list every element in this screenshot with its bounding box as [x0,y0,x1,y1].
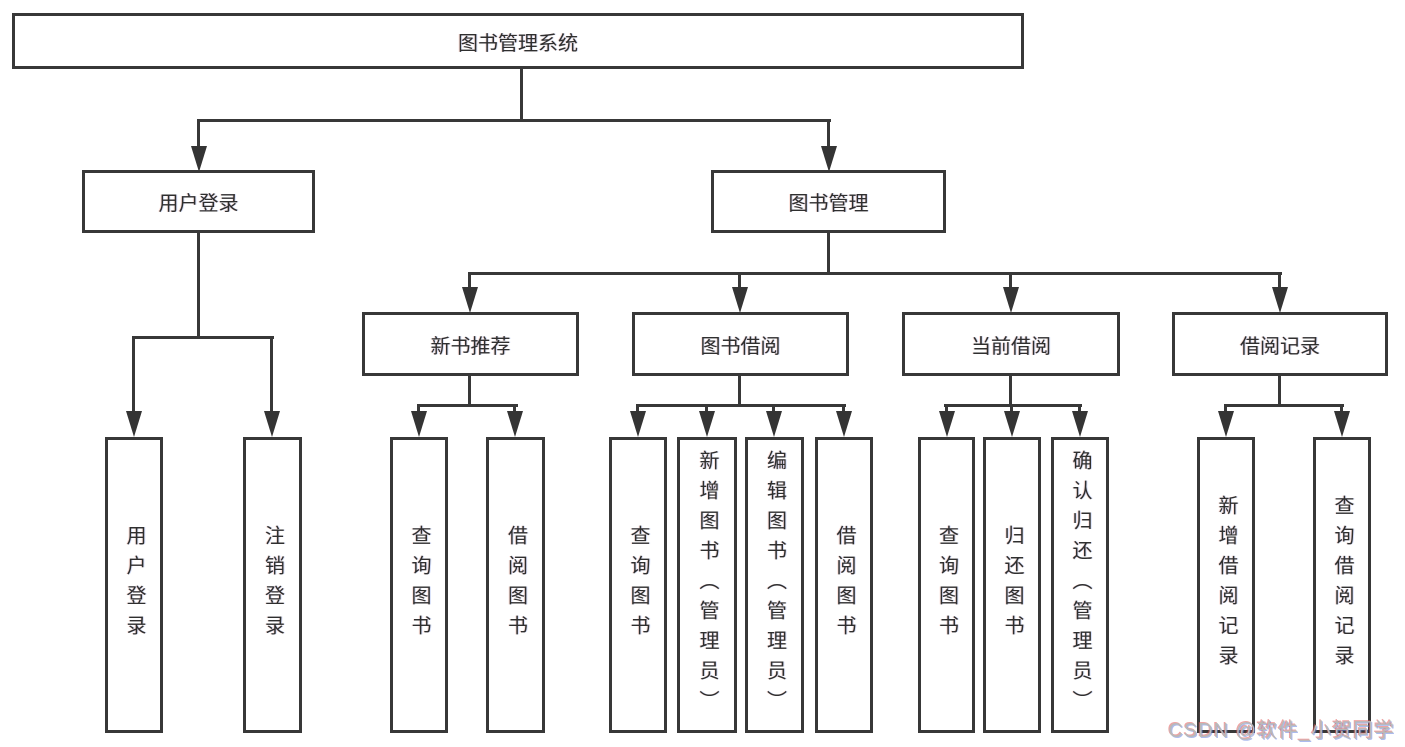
arrow-down-icon [126,411,142,437]
connector-root-drop [520,68,523,121]
connector-line [842,404,845,414]
connector-recommend-bar [417,404,518,407]
connector-line [417,404,420,414]
connector-line [513,404,516,414]
arrow-down-icon [1004,411,1020,437]
leaf-recommend-borrow-books: 借阅图书 [486,437,545,733]
arrow-down-icon [462,287,478,313]
connector-records-drop [1278,376,1281,407]
leaf-logout: 注销登录 [243,437,302,733]
arrow-down-icon [699,411,715,437]
connector-line [197,119,200,148]
connector-recommend-drop [468,376,471,407]
connector-line [1010,404,1013,414]
leaf-recommend-query-books: 查询图书 [390,437,448,733]
node-current-borrow: 当前借阅 [902,312,1120,376]
arrow-down-icon [630,411,646,437]
connector-line [1278,272,1281,289]
leaf-current-confirm-return-admin: 确认归还（管理员） [1051,437,1109,733]
arrow-down-icon [766,411,782,437]
arrow-down-icon [1003,287,1019,313]
connector-user-login-bar [132,336,274,339]
leaf-records-query-record: 查询借阅记录 [1313,437,1371,733]
connector-current-drop [1009,376,1012,407]
arrow-down-icon [939,411,955,437]
leaf-borrow-edit-books-admin: 编辑图书（管理员） [745,437,804,733]
connector-line [468,272,471,289]
connector-line [738,272,741,289]
arrow-down-icon [836,411,852,437]
connector-records-bar [1224,404,1344,407]
node-book-borrow: 图书借阅 [632,312,849,376]
connector-line [1340,404,1343,414]
arrow-down-icon [821,146,837,172]
connector-line [772,404,775,414]
leaf-borrow-query-books: 查询图书 [609,437,667,733]
arrow-down-icon [1218,411,1234,437]
connector-book-mgmt-drop [827,233,830,275]
node-borrow-records: 借阅记录 [1172,312,1388,376]
connector-line [132,336,135,413]
leaf-borrow-add-books-admin: 新增图书（管理员） [677,437,737,733]
leaf-user-login: 用户登录 [105,437,163,733]
connector-line [1009,272,1012,289]
arrow-down-icon [1272,287,1288,313]
connector-level2-bar [197,119,831,122]
connector-line [945,404,948,414]
arrow-down-icon [732,287,748,313]
arrow-down-icon [264,411,280,437]
arrow-down-icon [507,411,523,437]
arrow-down-icon [1334,411,1350,437]
connector-borrow-bar [636,404,846,407]
connector-current-bar [944,404,1082,407]
node-book-management: 图书管理 [711,170,946,233]
connector-user-login-drop [197,233,200,339]
connector-borrow-drop [738,376,741,407]
leaf-records-add-record: 新增借阅记录 [1197,437,1255,733]
connector-line [270,336,273,413]
connector-line [636,404,639,414]
node-new-book-recommend: 新书推荐 [362,312,579,376]
leaf-current-query-books: 查询图书 [918,437,975,733]
arrow-down-icon [411,411,427,437]
csdn-watermark: CSDN @软件_小贺同学 [1168,720,1395,742]
node-user-login: 用户登录 [82,170,315,233]
connector-line [1224,404,1227,414]
leaf-current-return-books: 归还图书 [983,437,1041,733]
node-root-library-system: 图书管理系统 [12,13,1024,69]
connector-level3-bar [468,272,1282,275]
arrow-down-icon [191,146,207,172]
arrow-down-icon [1072,411,1088,437]
connector-line [1078,404,1081,414]
leaf-borrow-borrow-books: 借阅图书 [815,437,873,733]
connector-line [705,404,708,414]
connector-line [827,119,830,148]
